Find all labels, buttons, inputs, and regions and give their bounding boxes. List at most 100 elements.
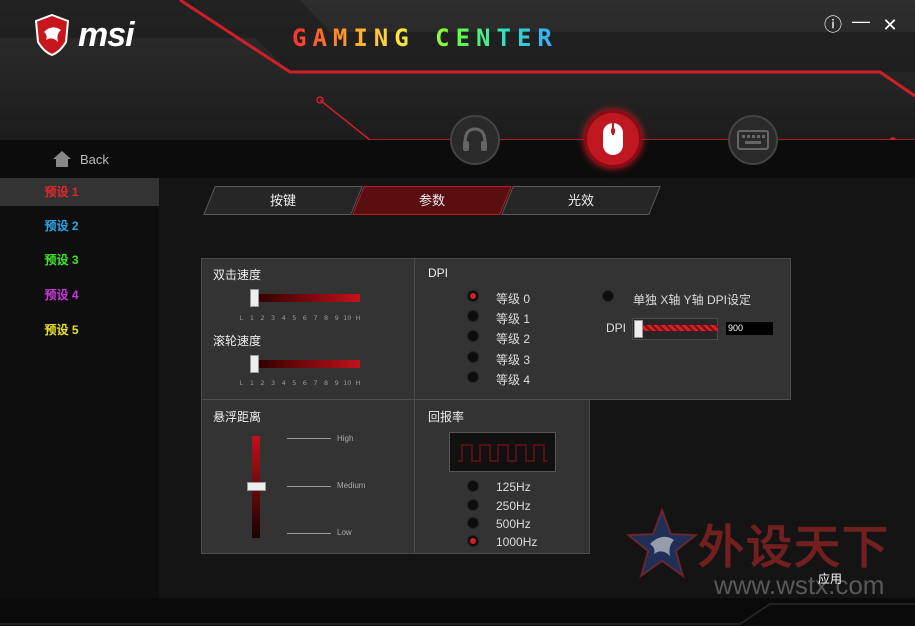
dpi-level-2-radio[interactable] — [467, 330, 479, 342]
sc-tick: 1 — [249, 379, 254, 387]
dc-tick: 3 — [271, 314, 276, 322]
double-click-track[interactable] — [252, 294, 360, 302]
keyboard-icon — [737, 130, 769, 150]
polling-125-label: 125Hz — [496, 480, 531, 494]
sc-tick: 10 — [343, 379, 352, 387]
dpi-slider-thumb[interactable] — [634, 320, 643, 338]
double-click-thumb[interactable] — [250, 289, 259, 307]
preset-3[interactable]: 预设 3 — [44, 253, 79, 267]
polling-1000-radio[interactable] — [467, 535, 479, 547]
headset-icon — [463, 127, 487, 151]
tab-lighting-label: 光效 — [567, 193, 594, 208]
dpi-level-0-label: 等级 0 — [496, 292, 531, 306]
dpi-title: DPI — [428, 266, 449, 280]
msi-shield-icon — [34, 14, 70, 56]
dpi-slider-label: DPI — [606, 321, 627, 335]
dpi-level-2-label: 等级 2 — [496, 332, 531, 346]
dc-tick: 2 — [260, 314, 265, 322]
brand-name: msi — [78, 15, 135, 54]
dc-tick: L — [239, 314, 244, 322]
dc-tick: H — [355, 314, 361, 322]
tab-buttons-label: 按键 — [269, 193, 296, 208]
dc-tick: 1 — [249, 314, 254, 322]
dpi-slider-track[interactable] — [638, 325, 718, 331]
lift-off-high-label: High — [337, 434, 354, 443]
polling-panel — [414, 399, 590, 554]
close-icon[interactable]: ✕ — [882, 15, 898, 35]
preset-5[interactable]: 预设 5 — [44, 323, 79, 337]
scroll-speed-track[interactable] — [252, 360, 360, 368]
dc-tick: 6 — [302, 314, 307, 322]
sc-tick: 3 — [271, 379, 276, 387]
watermark-text: 外设天下 — [698, 520, 890, 574]
xy-dpi-radio[interactable] — [602, 290, 614, 302]
dc-tick: 10 — [343, 314, 352, 322]
dpi-level-1-radio[interactable] — [467, 310, 479, 322]
sc-tick: 4 — [281, 379, 286, 387]
sc-tick: 5 — [292, 379, 297, 387]
dpi-level-4-label: 等级 4 — [496, 373, 531, 387]
xy-dpi-label: 单独 X轴 Y轴 DPI设定 — [633, 293, 752, 307]
preset-2[interactable]: 预设 2 — [44, 219, 79, 233]
home-icon — [53, 151, 71, 167]
headset-device-button[interactable] — [450, 115, 500, 165]
info-icon[interactable]: ⓘ — [824, 15, 842, 35]
sc-tick: 9 — [334, 379, 339, 387]
lift-off-thumb[interactable] — [247, 482, 266, 491]
scroll-speed-title: 滚轮速度 — [213, 334, 262, 348]
sc-tick: H — [355, 379, 361, 387]
footer-bar — [0, 598, 915, 626]
dc-tick: 4 — [281, 314, 286, 322]
square-wave-graphic — [458, 444, 548, 462]
back-button[interactable]: Back — [52, 150, 109, 168]
preset-4[interactable]: 预设 4 — [44, 288, 79, 302]
back-label: Back — [80, 151, 109, 167]
dpi-level-3-radio[interactable] — [467, 351, 479, 363]
tab-parameters[interactable]: 参数 — [352, 186, 512, 215]
double-click-title: 双击速度 — [213, 268, 262, 282]
polling-250-radio[interactable] — [467, 499, 479, 511]
dpi-level-3-label: 等级 3 — [496, 353, 531, 367]
preset-sidebar — [0, 178, 159, 598]
keyboard-device-button[interactable] — [728, 115, 778, 165]
sc-tick: 8 — [323, 379, 329, 387]
mouse-device-button[interactable] — [584, 110, 642, 168]
sc-tick: L — [239, 379, 244, 387]
dpi-level-4-radio[interactable] — [467, 371, 479, 383]
watermark: 外设天下 www.wstx.com — [626, 508, 890, 600]
dc-tick: 9 — [334, 314, 339, 322]
sc-tick: 6 — [302, 379, 307, 387]
msi-logo: msi — [34, 14, 135, 56]
polling-graph — [449, 432, 556, 472]
preset-1[interactable]: 预设 1 — [0, 178, 159, 206]
polling-125-radio[interactable] — [467, 480, 479, 492]
lift-off-low-line — [287, 533, 331, 534]
lift-off-low-label: Low — [337, 528, 352, 537]
speed-panel — [201, 258, 415, 400]
watermark-url: www.wstx.com — [714, 570, 885, 600]
polling-title: 回报率 — [428, 410, 465, 424]
star-eagle-logo-icon — [626, 508, 698, 579]
lift-off-panel — [201, 399, 415, 554]
minimize-icon[interactable]: — — [852, 11, 870, 31]
dc-tick: 7 — [313, 314, 318, 322]
polling-500-label: 500Hz — [496, 517, 531, 531]
sc-tick: 7 — [313, 379, 318, 387]
dpi-value-field[interactable]: 900 — [726, 322, 773, 335]
apply-button[interactable]: 应用 — [818, 572, 843, 586]
app-title: GAMING CENTER — [292, 24, 558, 52]
sc-tick: 2 — [260, 379, 265, 387]
tab-parameters-label: 参数 — [418, 193, 445, 208]
lift-off-medium-label: Medium — [337, 481, 366, 490]
footer-decoration — [0, 603, 915, 626]
dpi-level-0-radio[interactable] — [467, 290, 479, 302]
lift-off-title: 悬浮距离 — [213, 410, 262, 424]
tab-buttons[interactable]: 按键 — [203, 186, 363, 215]
scroll-speed-thumb[interactable] — [250, 355, 259, 373]
lift-off-medium-line — [287, 486, 331, 487]
polling-500-radio[interactable] — [467, 517, 479, 529]
dpi-level-1-label: 等级 1 — [496, 312, 531, 326]
tab-lighting[interactable]: 光效 — [501, 186, 661, 215]
